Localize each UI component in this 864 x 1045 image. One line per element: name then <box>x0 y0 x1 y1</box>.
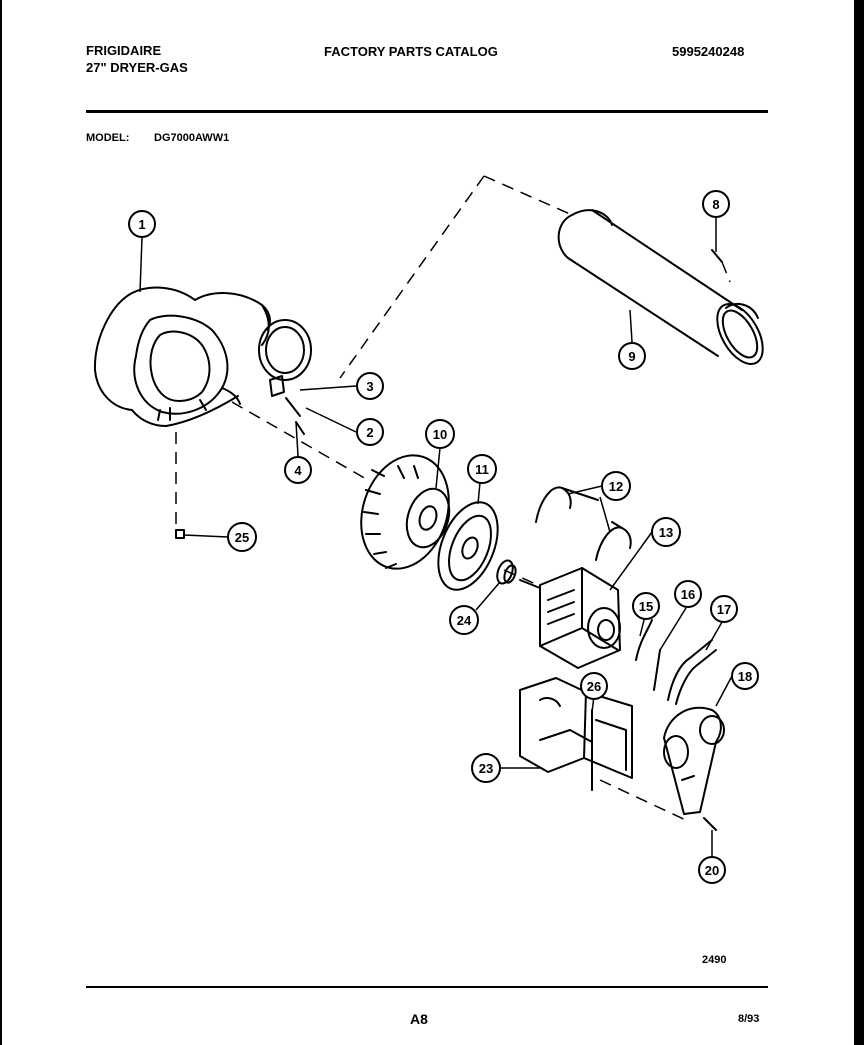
callout-1-label: 1 <box>138 217 145 232</box>
callout-15: 15 <box>632 592 660 620</box>
header-rule <box>86 110 768 113</box>
callout-17: 17 <box>710 595 738 623</box>
callout-2: 2 <box>356 418 384 446</box>
callout-1: 1 <box>128 210 156 238</box>
blower-seal-disc <box>437 501 499 591</box>
callout-13: 13 <box>651 517 681 547</box>
motor-mount-bracket <box>519 677 633 779</box>
switch-wires <box>635 619 717 705</box>
blower-housing <box>93 286 312 427</box>
drawing-number: 2490 <box>702 954 727 966</box>
callout-8: 8 <box>702 190 730 218</box>
callout-11-label: 11 <box>475 462 489 477</box>
callout-26: 26 <box>580 672 608 700</box>
callout-markers: 1 2 3 4 8 9 10 11 12 13 15 16 17 18 20 2… <box>128 190 759 884</box>
callout-4-label: 4 <box>294 463 302 478</box>
callout-15-label: 15 <box>639 599 653 614</box>
callout-18-label: 18 <box>738 669 752 684</box>
callout-10: 10 <box>425 419 455 449</box>
callout-20-label: 20 <box>705 863 719 878</box>
right-border <box>854 0 864 1045</box>
page-number: A8 <box>410 1011 428 1027</box>
callout-2-label: 2 <box>366 425 373 440</box>
blower-wheel <box>360 454 451 570</box>
motor-clamps <box>535 486 632 561</box>
small-hardware <box>175 249 723 831</box>
callout-12: 12 <box>601 471 631 501</box>
left-border <box>0 0 2 1045</box>
callout-24: 24 <box>449 605 479 635</box>
callout-10-label: 10 <box>433 427 447 442</box>
callout-9-label: 9 <box>628 349 635 364</box>
callout-18: 18 <box>731 662 759 690</box>
callout-leaders <box>139 217 733 856</box>
dashed-connector-lines <box>175 175 731 823</box>
callout-17-label: 17 <box>717 602 731 617</box>
model-number: DG7000AWW1 <box>154 132 230 144</box>
callout-4: 4 <box>284 456 312 484</box>
drive-motor <box>519 567 621 669</box>
product-name: 27" DRYER-GAS <box>86 60 188 75</box>
callout-16-label: 16 <box>681 587 695 602</box>
catalog-title: FACTORY PARTS CATALOG <box>324 44 498 59</box>
callout-11: 11 <box>467 454 497 484</box>
catalog-number: 5995240248 <box>672 44 745 59</box>
brand-name: FRIGIDAIRE <box>86 43 162 58</box>
callout-26-label: 26 <box>587 679 601 694</box>
footer-rule <box>86 986 768 988</box>
callout-24-label: 24 <box>457 613 472 628</box>
callout-9: 9 <box>618 342 646 370</box>
exhaust-duct <box>557 209 764 365</box>
callout-3-label: 3 <box>366 379 373 394</box>
callout-25-label: 25 <box>235 530 249 545</box>
callout-12-label: 12 <box>609 479 623 494</box>
callout-8-label: 8 <box>712 197 719 212</box>
callout-23: 23 <box>471 753 501 783</box>
model-label: MODEL: <box>86 132 130 144</box>
idler-pulley-assembly <box>663 706 725 815</box>
revision-date: 8/93 <box>738 1013 760 1025</box>
retaining-ring <box>496 559 517 585</box>
callout-23-label: 23 <box>479 761 493 776</box>
callout-25: 25 <box>227 522 257 552</box>
callout-20: 20 <box>698 856 726 884</box>
callout-16: 16 <box>674 580 702 608</box>
callout-13-label: 13 <box>659 525 673 540</box>
callout-3: 3 <box>356 372 384 400</box>
